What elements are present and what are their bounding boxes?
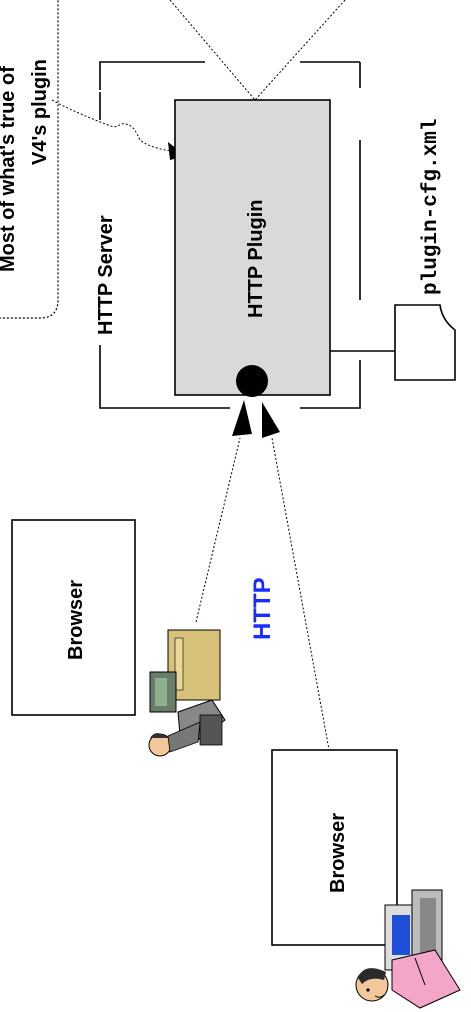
http-link-browser-1 bbox=[196, 438, 240, 622]
dotted-link-top-right bbox=[255, 0, 345, 100]
http-server-label: HTTP Server bbox=[95, 215, 117, 335]
http-arrow-head-left bbox=[232, 400, 252, 436]
browser-label-1: Browser bbox=[65, 580, 87, 660]
browser-label-2: Browser bbox=[327, 813, 349, 893]
config-file-document bbox=[395, 305, 455, 380]
user-at-desk-icon-1 bbox=[149, 630, 225, 756]
config-file-label: plugin-cfg.xml bbox=[420, 119, 443, 295]
http-plugin-label: HTTP Plugin bbox=[245, 199, 267, 318]
http-protocol-label: HTTP bbox=[249, 577, 276, 640]
http-link-browser-2 bbox=[272, 438, 330, 755]
callout-line-2: V4's plugin bbox=[29, 59, 51, 165]
dotted-link-top-left bbox=[170, 0, 255, 100]
callout-arrow bbox=[52, 100, 178, 152]
callout-line-1: Most of what's true of bbox=[0, 66, 19, 272]
http-arrow-head-right bbox=[262, 402, 280, 438]
plugin-entry-point bbox=[236, 365, 268, 397]
